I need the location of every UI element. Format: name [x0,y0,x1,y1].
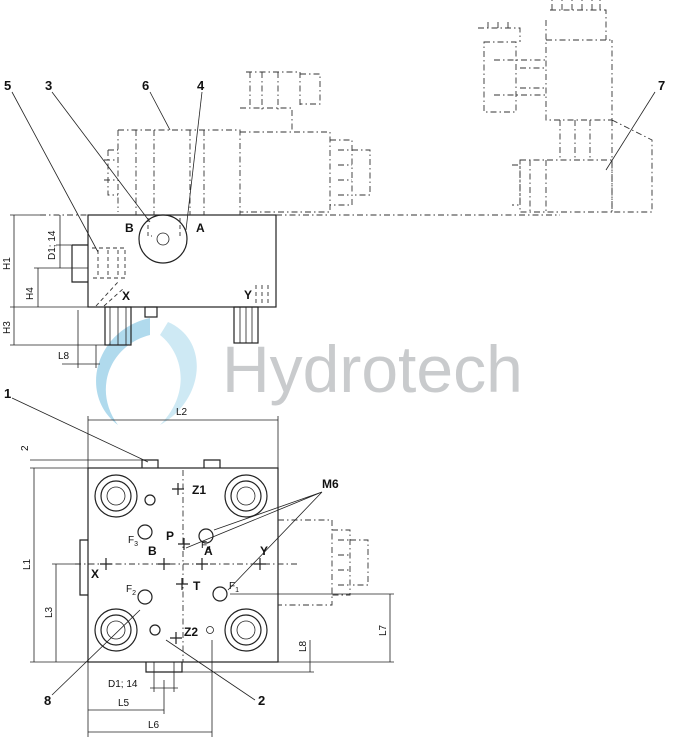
cross-p [178,538,190,550]
dim-l8-plan: L8 [298,640,309,652]
callout-3: 3 [45,78,52,93]
cross-x [100,558,112,570]
watermark-text: Hydrotech [222,332,523,406]
fixing-hole-f2 [137,589,153,605]
port-label-a-side: A [196,221,205,235]
cross-y [254,558,266,570]
z2-pilot-hole [149,624,161,636]
thread-label-m6: M6 [322,477,339,491]
callout-1: 1 [4,386,11,401]
port-label-y: Y [260,544,268,558]
pin [144,306,158,318]
small-hole [206,626,214,634]
manifold-block [87,214,277,308]
dim-h3: H3 [2,321,13,334]
port-label-b: B [148,544,157,558]
watermark: Hydrotech [96,318,523,425]
plan-dimensions: L2 2 L1 L3 L7 L8 D1; 14 L5 L6 [20,407,394,737]
cross-z1 [172,483,184,495]
port-label-z1: Z1 [192,483,206,497]
port-label-p: P [166,529,174,543]
fixing-hole-f1 [212,586,228,602]
cross-z2 [170,632,182,644]
cross-a [196,558,208,570]
port-label-x-side: X [122,289,130,303]
pilot-hole [144,494,156,506]
side-dimensions: H1 H3 H4 D1; 14 L8 [2,214,130,368]
dim-h1: H1 [2,257,13,270]
port-label-y-side: Y [244,288,252,302]
dim-l1: L1 [22,558,33,570]
callout-5: 5 [4,78,11,93]
mounting-bolt-bl [94,608,138,652]
cross-b [158,558,170,570]
port-label-x: X [91,567,99,581]
dim-l8-side: L8 [58,351,70,362]
dim-two-top: 2 [20,445,31,451]
center-port-circle [138,214,188,264]
dim-d1-plan: D1; 14 [108,679,138,690]
callout-4: 4 [197,78,205,93]
plan-view: Z1 P B A T X Y Z2 F3 F4 F2 F1 M6 L2 2 L1… [20,407,394,737]
fixing-label-f4: F4 [201,540,211,553]
callout-2: 2 [258,693,265,708]
port-label-a: A [204,544,213,558]
dim-l6: L6 [148,720,160,731]
dim-l2: L2 [176,407,188,418]
dim-h4: H4 [25,287,36,300]
callout-7: 7 [658,78,665,93]
mounting-bolt-tr [224,474,268,518]
center-port-hex [156,232,170,246]
right-view [478,0,653,213]
cross-t [176,578,188,590]
fixing-label-f3: F3 [128,535,138,548]
port-label-b-side: B [125,221,134,235]
dim-l3: L3 [44,606,55,618]
dim-l5: L5 [118,698,130,709]
dim-l7: L7 [378,624,389,636]
mounting-bolt-br [224,608,268,652]
fixing-hole-f3 [137,524,153,540]
dim-d1-side: D1; 14 [47,230,58,260]
callout-8: 8 [44,693,51,708]
callout-6: 6 [142,78,149,93]
mounting-bolt-tl [94,474,138,518]
port-label-t: T [193,579,201,593]
callouts: 5 3 6 4 7 1 8 2 [4,78,665,708]
fixing-label-f2: F2 [126,584,136,597]
side-view: B A X Y H1 H3 H4 D1; 14 L8 [2,71,560,368]
port-label-z2: Z2 [184,625,198,639]
fixing-label-f1: F1 [229,581,239,594]
fixing-hole-f4 [198,528,214,544]
